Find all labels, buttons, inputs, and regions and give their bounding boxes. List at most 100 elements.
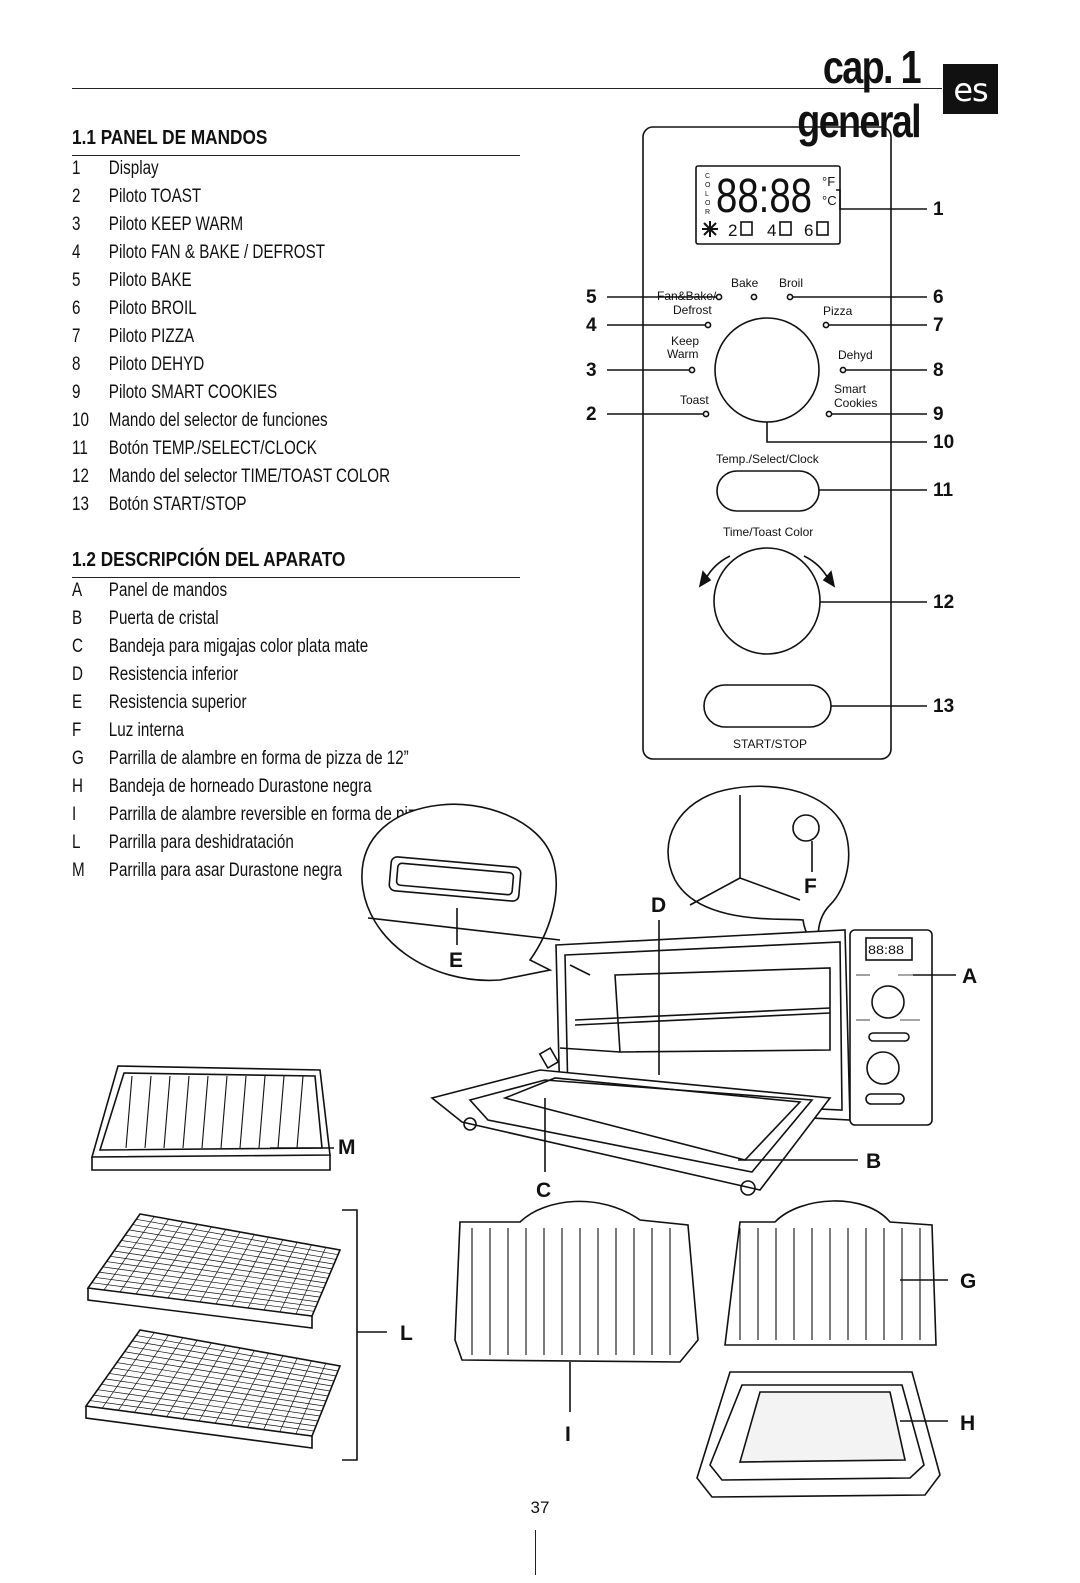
callout-M: M xyxy=(338,1136,356,1159)
label-cookies: Cookies xyxy=(834,396,877,410)
wire-line xyxy=(163,1075,171,1149)
reversible-pizza-rack-drawing xyxy=(454,1200,699,1412)
parts-list-item-key: M xyxy=(72,860,85,881)
display: C O L O R 88:88 °F °C 2 4 6 xyxy=(695,165,841,245)
label-start-stop: START/STOP xyxy=(733,737,807,751)
panel-list-item-key: 11 xyxy=(72,438,88,459)
callout-1: 1 xyxy=(933,199,944,220)
svg-text:4: 4 xyxy=(767,221,776,240)
rotate-left-arrow-icon xyxy=(698,570,712,588)
label-temp-select-clock: Temp./Select/Clock xyxy=(716,452,820,466)
parts-list-item: F Luz interna xyxy=(72,717,479,745)
panel-list-item-key: 6 xyxy=(72,298,81,319)
parts-list-item-key: F xyxy=(72,720,82,741)
label-dehyd: Dehyd xyxy=(838,348,873,362)
start-stop-button[interactable] xyxy=(703,684,832,728)
wire-line xyxy=(231,1236,269,1307)
panel-list-item-text: Mando del selector de funciones xyxy=(108,410,328,431)
temp-select-clock-button[interactable] xyxy=(716,470,820,512)
panel-list-item-key: 2 xyxy=(72,186,81,207)
parts-list-item-key: D xyxy=(72,664,83,685)
wire-line xyxy=(201,1075,209,1149)
callout-I: I xyxy=(565,1423,571,1446)
label-defrost: Defrost xyxy=(673,303,712,317)
chapter-title: cap. 1 general xyxy=(797,41,921,147)
parts-list-item-key: C xyxy=(72,636,83,657)
panel-list-item-key: 8 xyxy=(72,354,81,375)
panel-list-item-text: Piloto SMART COOKIES xyxy=(108,382,278,403)
pilot-fanbake xyxy=(715,293,723,301)
snowflake-icon xyxy=(702,221,718,237)
wire-line xyxy=(89,1400,315,1432)
detail-bubble-heating-element xyxy=(361,803,561,982)
broil-rack-drawing xyxy=(90,1065,334,1171)
parts-list-item-text: Parrilla de alambre reversible en forma … xyxy=(108,804,479,825)
parts-list-item-key: E xyxy=(72,692,83,713)
wire-line xyxy=(296,1075,304,1149)
panel-list-item-text: Display xyxy=(108,158,159,179)
wire-line xyxy=(125,1075,133,1149)
control-panel-drawing: C O L O R 88:88 °F °C 2 4 6 Fan&Bake/ De… xyxy=(586,126,954,760)
light-bulb-icon xyxy=(792,814,820,842)
pilot-bake xyxy=(750,293,758,301)
wire-line xyxy=(279,1244,312,1313)
wire-line xyxy=(97,1389,319,1422)
wire-line xyxy=(220,1075,228,1149)
pilot-smart-cookies xyxy=(825,410,833,418)
panel-list-item-text: Botón TEMP./SELECT/CLOCK xyxy=(108,438,317,459)
section-rule xyxy=(72,155,520,156)
parts-list-item-key: I xyxy=(72,804,77,825)
wire-line xyxy=(99,1271,319,1303)
toast-slice-icon xyxy=(779,221,792,236)
wire-line xyxy=(247,1355,284,1428)
parts-list-item-key: A xyxy=(72,580,83,601)
section-rule xyxy=(72,577,520,578)
pilot-keep-warm xyxy=(688,366,696,374)
wire-line xyxy=(112,1367,327,1402)
wire-line xyxy=(101,1383,321,1417)
parts-list-item-text: Parrilla para deshidratación xyxy=(108,832,294,853)
panel-list-item: 11 Botón TEMP./SELECT/CLOCK xyxy=(72,435,390,463)
callout-5: 5 xyxy=(586,287,597,308)
callout-9: 9 xyxy=(933,404,944,425)
parts-list-item-text: Luz interna xyxy=(108,720,185,741)
pilot-broil xyxy=(786,293,794,301)
wire-line xyxy=(230,1352,269,1426)
label-pizza: Pizza xyxy=(823,304,853,318)
parts-list-item: B Puerta de cristal xyxy=(72,605,479,633)
wire-line xyxy=(247,1239,284,1309)
rotate-right-arrow-icon xyxy=(822,570,836,588)
parts-list-item-text: Puerta de cristal xyxy=(108,608,219,629)
mini-control-panel: 88:88 xyxy=(849,929,933,1126)
parts-list-item-text: Bandeja para migajas color plata mate xyxy=(108,636,369,657)
callout-G: G xyxy=(960,1270,976,1293)
svg-text:O: O xyxy=(705,200,711,207)
callout-A: A xyxy=(962,965,977,988)
wire-line xyxy=(106,1261,323,1293)
parts-list-item-text: Resistencia inferior xyxy=(108,664,239,685)
svg-text:88:88: 88:88 xyxy=(868,943,904,957)
wire-line xyxy=(277,1075,285,1149)
callout-D: D xyxy=(651,894,666,917)
label-warm: Warm xyxy=(667,347,699,361)
parts-list-item-key: B xyxy=(72,608,83,629)
time-toast-color-knob[interactable] xyxy=(713,547,821,655)
panel-list-item-text: Piloto DEHYD xyxy=(108,354,205,375)
parts-list-item-key: H xyxy=(72,776,83,797)
page-number: 37 xyxy=(530,1498,550,1517)
wire-line xyxy=(182,1075,190,1149)
callout-L: L xyxy=(400,1322,413,1345)
panel-list-item-text: Piloto PIZZA xyxy=(108,326,195,347)
wire-line xyxy=(105,1378,323,1412)
callout-3: 3 xyxy=(586,360,597,381)
label-smart: Smart xyxy=(834,382,867,396)
function-selector-knob[interactable] xyxy=(714,317,820,423)
